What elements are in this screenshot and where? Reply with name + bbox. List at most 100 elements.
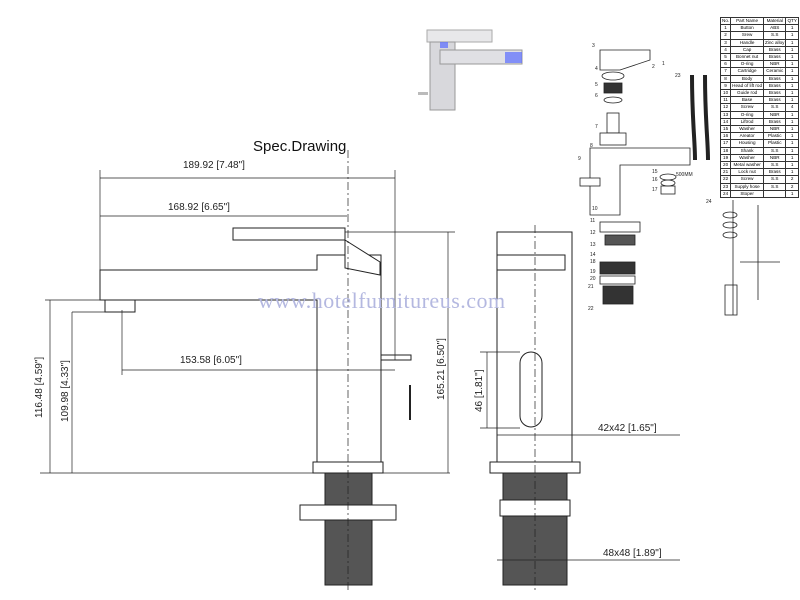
callout-number: 18 [590,259,596,265]
parts-table-cell: Screw [730,175,765,184]
parts-table-cell: 10 [719,89,732,98]
callout-number: 21 [588,284,594,290]
parts-table-cell: Stoper [730,189,765,199]
parts-table-cell: Cap [730,45,765,55]
parts-table-cell: 6 [719,60,732,69]
parts-table-cell: NBR [763,110,787,119]
parts-table-cell: 1 [785,153,799,163]
parts-table-cell: Brass [763,168,787,177]
parts-table-cell: 18 [719,146,732,155]
parts-table-cell: S.S [763,182,787,191]
side-view [480,225,680,590]
parts-table-cell: 2 [785,182,799,191]
parts-table-cell: 13 [719,110,732,119]
parts-table-cell: 20 [719,161,732,170]
parts-table-cell [763,189,787,199]
parts-table-cell: Handle [730,38,765,47]
parts-table-cell: 2 [719,31,732,40]
exploded-view [579,49,780,316]
parts-table-cell: 1 [785,53,799,62]
parts-table-cell: Brass [763,81,787,91]
parts-table-cell: Head of lift rod [730,81,765,91]
parts-table-cell: Zinc alloy [763,38,787,47]
parts-table-cell: Liftrod [730,117,765,127]
parts-table-cell: 7 [719,67,732,76]
parts-table-cell: Base [730,96,765,105]
parts-table-header-cell: Material [763,16,787,26]
parts-table-cell: Body [730,74,765,83]
parts-table-cell: 1 [785,139,799,148]
hose-length-label: 500MM [676,172,693,178]
parts-table-cell: NBR [763,125,787,134]
parts-table-cell: Brass [763,96,787,105]
watermark: www.hotelfurnitureus.com [258,288,506,313]
parts-table-cell: Bonnet nut [730,53,765,62]
front-dimension-lines [40,170,455,474]
callout-number: 13 [590,242,596,248]
parts-table-cell: Plastic [763,139,787,148]
parts-table-cell: Washer [730,153,765,163]
parts-table-cell: Brass [763,117,787,127]
dim-overall-height: 165.21 [6.50"] [436,338,447,400]
parts-table-cell: Shank [730,146,765,155]
parts-table-cell: S.S [763,31,787,40]
parts-table-cell: NBR [763,153,787,163]
parts-table-cell: Lock nut [730,168,765,177]
parts-table-cell: 23 [719,182,732,191]
parts-table-cell: 21 [719,168,732,177]
parts-table-cell: Ceramic [763,67,787,76]
parts-table-cell: 17 [719,139,732,148]
parts-table-cell: S.S [763,161,787,170]
parts-table-cell: 1 [785,96,799,105]
parts-table-cell: 4 [719,45,732,55]
parts-table-cell: NBR [763,60,787,69]
parts-table-cell: 1 [785,67,799,76]
parts-table-header-cell: No. [719,16,732,26]
dim-handle-reach: 168.92 [6.65"] [168,202,230,213]
parts-table-cell: Cartridge [730,67,765,76]
callout-number: 3 [592,43,595,49]
callout-number: 10 [592,206,598,212]
parts-table-cell: 14 [719,117,732,127]
parts-table-cell: 1 [785,31,799,40]
callout-number: 12 [590,230,596,236]
parts-table-cell: 1 [785,89,799,98]
parts-table-cell: O-ring [730,60,765,69]
parts-table-cell: ABS [763,24,787,33]
parts-table-cell: Washer [730,125,765,134]
parts-table-cell: Button [730,24,765,33]
parts-table-cell: 1 [785,60,799,69]
parts-table-cell: 16 [719,132,732,141]
parts-table-cell: 1 [785,81,799,91]
parts-table-cell: S.S [763,146,787,155]
parts-table-cell: 1 [785,45,799,55]
parts-table-cell: 2 [785,175,799,184]
dim-spout-reach: 153.58 [6.05"] [180,355,242,366]
callout-number: 7 [595,124,598,130]
parts-table-cell: Plastic [763,132,787,141]
product-photo [418,29,523,111]
parts-table-cell: Metal washer [730,161,765,170]
callout-number: 24 [706,199,712,205]
parts-table-cell: Brass [763,74,787,83]
callout-number: 23 [675,73,681,79]
callout-number: 9 [578,156,581,162]
parts-table-header-cell: QTY [785,16,799,26]
parts-table-cell: 1 [785,117,799,127]
callout-number: 17 [652,187,658,193]
parts-table-cell: 15 [719,125,732,134]
